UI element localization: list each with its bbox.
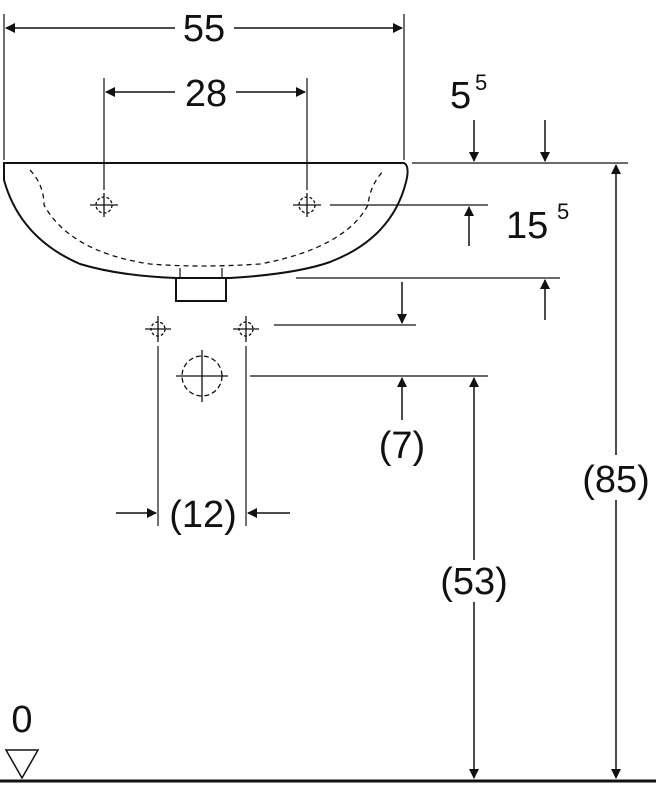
dimension-lines [5,23,621,779]
wall-fixing-right-icon [233,316,259,342]
rim-thickness-superscript: 5 [475,70,487,95]
tap-hole-depth-label: 15 [506,205,548,247]
tap-hole-spacing-label: 28 [185,73,227,115]
tap-hole-depth-superscript: 5 [557,199,569,224]
wall-fixing-spacing-label: (12) [169,494,237,536]
tap-hole-right-icon [293,193,321,217]
floor-level-triangle-icon [4,749,40,780]
floor-level-label: 0 [11,699,32,741]
tap-hole-left-icon [90,193,118,217]
waste-height-label: (53) [440,561,508,603]
waste-offset-label: (7) [379,425,425,467]
overall-width-label: 55 [183,8,225,50]
basin-outline [3,162,409,279]
rim-height-label: (85) [582,459,650,501]
basin-inner-bowl [29,169,385,267]
rim-thickness-label: 5 [450,75,471,117]
waste-connection-icon [176,350,228,402]
waste-outlet [175,268,227,302]
extension-lines [3,14,628,526]
wall-fixing-left-icon [145,316,171,342]
